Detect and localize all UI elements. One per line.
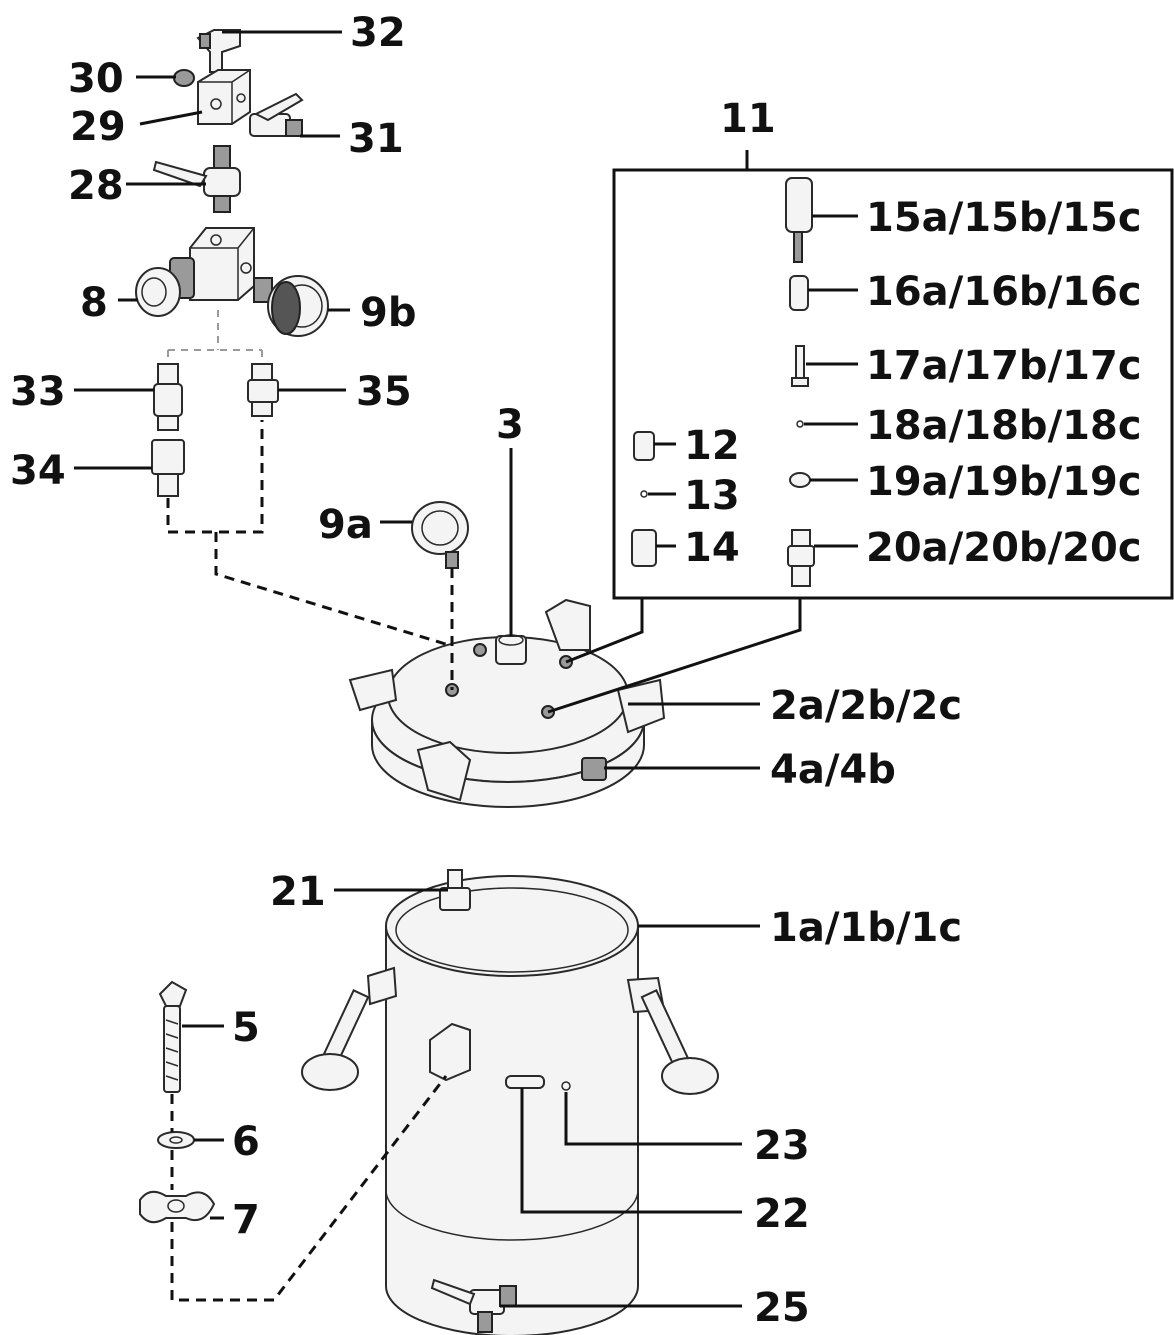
part-25-drain-valve: [430, 1278, 517, 1333]
part-9b-gauge: [253, 275, 329, 337]
part-23-plug: [561, 1081, 571, 1091]
label-16: 16a/16b/16c: [866, 269, 1142, 315]
part-13-ball: [640, 490, 648, 498]
regulator-assembly: [135, 29, 453, 648]
part-22-pin: [505, 1075, 545, 1089]
label-18: 18a/18b/18c: [866, 403, 1142, 449]
part-14-fitting: [631, 529, 657, 567]
part-35-nipple: [247, 363, 279, 417]
leader-lines: [74, 30, 858, 1308]
label-5: 5: [232, 1005, 260, 1051]
side-clamp-left: [301, 966, 398, 1091]
label-33: 33: [10, 369, 66, 415]
part-29-block: [197, 69, 251, 125]
part-labels: 32 30 29 31 28 8 9b 33 35 34 3 9a 11 15a…: [10, 10, 1142, 1331]
label-28: 28: [68, 163, 124, 209]
part-19-seat: [789, 472, 811, 488]
label-9b: 9b: [360, 290, 416, 336]
label-32: 32: [350, 10, 406, 56]
label-6: 6: [232, 1119, 260, 1165]
part-17-pin: [791, 345, 809, 387]
label-23: 23: [754, 1123, 810, 1169]
label-3: 3: [496, 402, 524, 448]
label-21: 21: [270, 869, 326, 915]
part-6-washer: [157, 1131, 195, 1149]
label-30: 30: [68, 56, 124, 102]
label-20: 20a/20b/20c: [866, 525, 1142, 571]
part-32-elbow-fitting: [196, 29, 241, 73]
part-9a-gauge: [411, 501, 469, 690]
label-8: 8: [80, 280, 108, 326]
label-31: 31: [348, 116, 404, 162]
bolt-assembly: [139, 980, 448, 1302]
side-clamp-right: [626, 976, 719, 1095]
part-1-pot: [301, 869, 719, 1335]
part-7-wing-nut: [139, 1190, 216, 1224]
label-17: 17a/17b/17c: [866, 343, 1142, 389]
part-31-valve: [249, 92, 304, 137]
label-34: 34: [10, 448, 66, 494]
part-15-cap: [785, 177, 813, 233]
label-19: 19a/19b/19c: [866, 459, 1142, 505]
label-12: 12: [684, 423, 740, 469]
kit-11-box: [547, 150, 1174, 714]
part-18-ball: [796, 420, 804, 428]
part-20-body: [787, 529, 815, 587]
label-9a: 9a: [318, 502, 373, 548]
part-12-fitting: [633, 431, 655, 461]
label-4: 4a/4b: [770, 747, 896, 793]
part-30-cap: [173, 69, 195, 87]
part-2-lid: [348, 598, 666, 808]
label-29: 29: [70, 104, 126, 150]
label-11: 11: [720, 96, 776, 142]
label-7: 7: [232, 1197, 260, 1243]
label-2: 2a/2b/2c: [770, 683, 962, 729]
label-1: 1a/1b/1c: [770, 905, 962, 951]
part-5-bolt: [158, 980, 188, 1093]
label-15: 15a/15b/15c: [866, 195, 1142, 241]
label-35: 35: [356, 369, 412, 415]
label-13: 13: [684, 473, 740, 519]
part-28-valve: [152, 145, 241, 213]
label-25: 25: [754, 1285, 810, 1331]
label-14: 14: [684, 525, 740, 571]
part-16-spring: [789, 275, 809, 311]
label-22: 22: [754, 1191, 810, 1237]
part-33-nipple: [153, 363, 183, 431]
part-21-fitting: [439, 869, 471, 911]
part-8-regulator: [135, 227, 255, 317]
part-34-fitting: [151, 439, 185, 497]
